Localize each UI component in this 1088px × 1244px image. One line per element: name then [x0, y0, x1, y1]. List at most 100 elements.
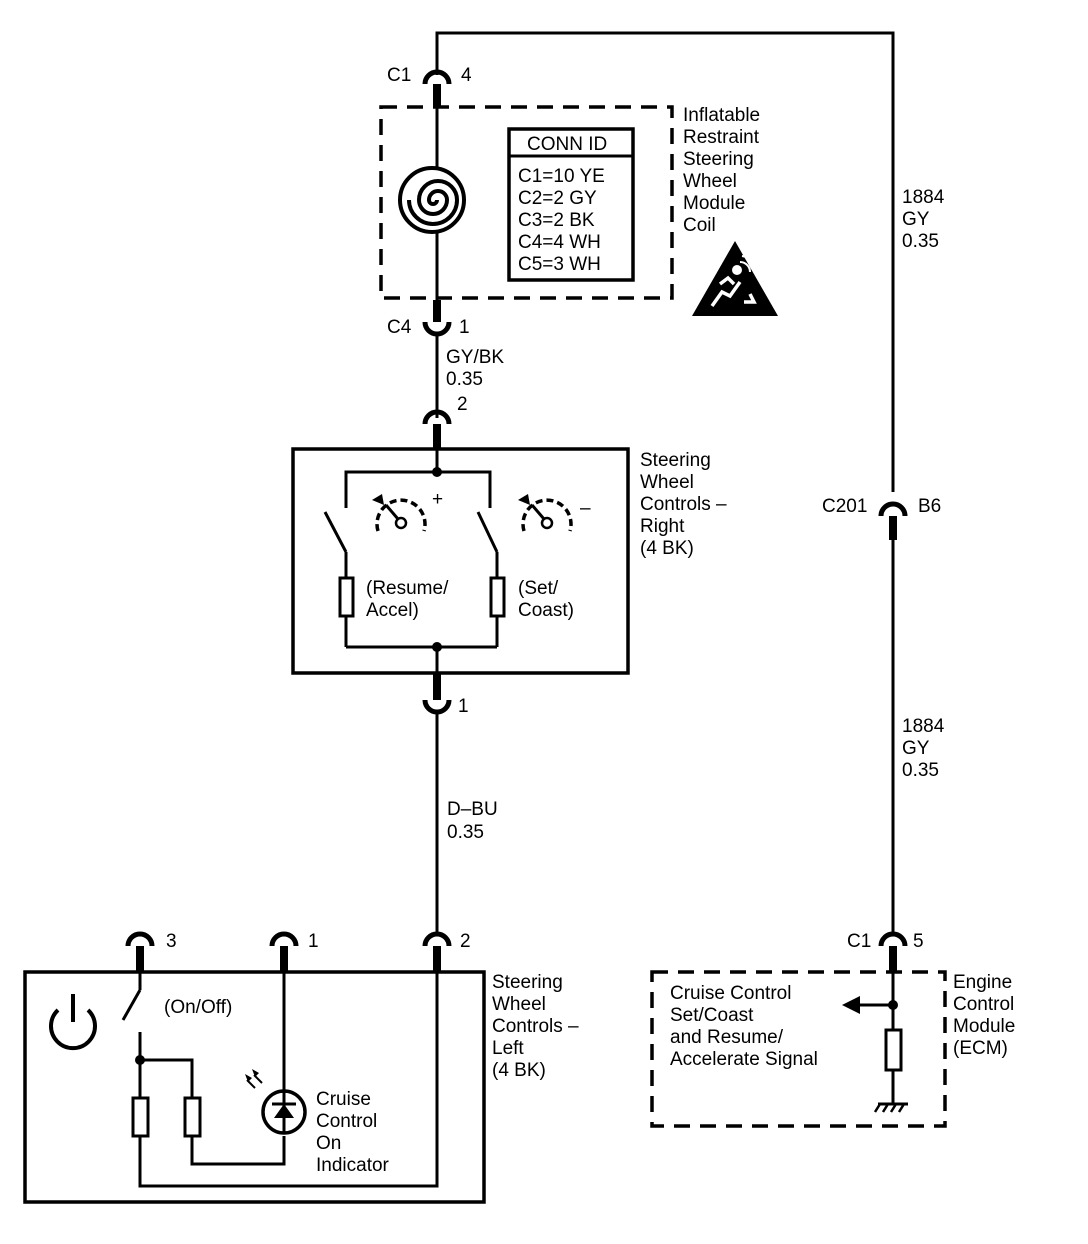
conn-id-row: C4=4 WH — [518, 232, 601, 253]
indicator-label: Control — [316, 1111, 377, 1132]
pin-label: 1 — [458, 696, 469, 717]
steering-wheel-controls-left: (On/Off) Cruise Control On Indicator Ste… — [23, 970, 579, 1204]
wire-size-label: 0.35 — [447, 822, 484, 843]
conn-id-row: C5=3 WH — [518, 254, 601, 275]
pin-label: 1 — [308, 931, 319, 952]
resume-resistor — [338, 576, 355, 618]
connector-pin2-right: 2 — [422, 394, 468, 425]
swc-right-name-line: Wheel — [640, 472, 694, 493]
connector-label: C201 — [822, 496, 867, 517]
indicator-label: Indicator — [316, 1155, 390, 1176]
clockspring-coil-icon — [398, 166, 466, 234]
connector-pin3-left: 3 — [125, 931, 177, 952]
pin-label: 3 — [166, 931, 177, 952]
pin-label: 5 — [913, 931, 924, 952]
pin-label: B6 — [918, 496, 941, 517]
airbag-warning-icon — [692, 241, 778, 316]
onoff-resistor-a — [131, 1096, 150, 1138]
onoff-label: (On/Off) — [164, 997, 232, 1018]
swc-right-name-line: Controls – — [640, 494, 727, 515]
ecm-name: Engine Control Module (ECM) — [953, 972, 1015, 1059]
wire-circuit-label: 1884 — [902, 716, 945, 737]
connector-pin2-left: 2 — [422, 931, 471, 952]
connector-pin1-left: 1 — [269, 931, 319, 952]
set-switch-blade — [476, 511, 499, 553]
indicator-label: Cruise — [316, 1089, 371, 1110]
resume-label: Accel) — [366, 600, 419, 621]
conn-id-row: C3=2 BK — [518, 210, 595, 231]
coil-name-line: Module — [683, 193, 745, 214]
set-label: Coast) — [518, 600, 574, 621]
wire-circuit-label: 1884 — [902, 187, 945, 208]
conn-id-row: C2=2 GY — [518, 188, 597, 209]
swc-left-name-line: Controls – — [492, 1016, 579, 1037]
pin-label: 2 — [457, 394, 468, 415]
swc-right-name: Steering Wheel Controls – Right (4 BK) — [640, 450, 727, 559]
ecm-signal-label: Accelerate Signal — [670, 1049, 818, 1070]
speedometer-minus-icon — [518, 494, 573, 532]
ecm-name-line: Engine — [953, 972, 1012, 993]
wire-size-label: 0.35 — [446, 369, 483, 390]
power-icon — [49, 994, 97, 1051]
ecm-name-line: Module — [953, 1016, 1015, 1037]
connector-c1-pin4: C1 4 — [387, 65, 472, 86]
swc-right-name-line: (4 BK) — [640, 538, 694, 559]
set-resistor — [489, 576, 506, 618]
ecm-name-line: Control — [953, 994, 1014, 1015]
steering-wheel-controls-right: + – (Resume/ Accel) (Set/ Coast) Steerin… — [291, 447, 727, 675]
onoff-switch-blade — [121, 989, 142, 1021]
set-label: (Set/ — [518, 578, 559, 599]
coil-name-line: Inflatable — [683, 105, 760, 126]
minus-label: – — [580, 498, 591, 519]
indicator-label: On — [316, 1133, 341, 1154]
conn-id-title: CONN ID — [527, 134, 607, 155]
wire-color-label: GY/BK — [446, 347, 504, 368]
conn-id-table: CONN ID C1=10 YE C2=2 GY C3=2 BK C4=4 WH… — [507, 127, 635, 282]
resume-switch-blade — [323, 511, 348, 553]
resume-label: (Resume/ — [366, 578, 449, 599]
ecm-name-line: (ECM) — [953, 1038, 1008, 1059]
wire-size-label: 0.35 — [902, 231, 939, 252]
coil-name-line: Steering — [683, 149, 754, 170]
coil-name-line: Coil — [683, 215, 716, 236]
wire-color-label: D–BU — [447, 799, 498, 820]
onoff-resistor-b — [183, 1096, 202, 1138]
ecm-signal-label: Cruise Control — [670, 983, 791, 1004]
pin-label: 2 — [460, 931, 471, 952]
pin-label: 1 — [459, 317, 470, 338]
coil-dashed-box — [379, 105, 674, 300]
ecm-dashed-box — [650, 970, 947, 1128]
connector-label: C1 — [387, 65, 411, 86]
ecm-resistor — [884, 1028, 903, 1072]
connector-c1-pin5: C1 5 — [847, 931, 924, 952]
pin-label: 4 — [461, 65, 472, 86]
swc-right-box — [291, 447, 630, 675]
engine-control-module: Cruise Control Set/Coast and Resume/ Acc… — [650, 970, 1015, 1128]
connector-label: C4 — [387, 317, 412, 338]
led-indicator-icon — [245, 1069, 307, 1135]
swc-left-name-line: Left — [492, 1038, 524, 1059]
wire-color-label: GY — [902, 209, 930, 230]
coil-name-label: Inflatable Restraint Steering Wheel Modu… — [683, 105, 760, 236]
swc-right-name-line: Right — [640, 516, 685, 537]
coil-name-line: Wheel — [683, 171, 737, 192]
swc-left-name-line: Steering — [492, 972, 563, 993]
wire-1884-top-loop — [435, 31, 895, 492]
wire-color-label: GY — [902, 738, 930, 759]
ecm-signal-label: Set/Coast — [670, 1005, 754, 1026]
connector-c4-pin1: C4 1 — [387, 317, 470, 338]
connector-c201-b6: C201 B6 — [822, 496, 941, 517]
connector-pin1-right: 1 — [422, 696, 469, 717]
swc-left-box — [23, 970, 486, 1204]
plus-label: + — [432, 489, 443, 510]
swc-left-name-line: Wheel — [492, 994, 546, 1015]
swc-left-name: Steering Wheel Controls – Left (4 BK) — [492, 972, 579, 1081]
ecm-signal-label: and Resume/ — [670, 1027, 784, 1048]
conn-id-row: C1=10 YE — [518, 166, 605, 187]
inflatable-restraint-coil: CONN ID C1=10 YE C2=2 GY C3=2 BK C4=4 WH… — [379, 105, 778, 316]
signal-arrow-icon — [842, 996, 860, 1014]
swc-right-name-line: Steering — [640, 450, 711, 471]
ground-icon — [873, 1102, 908, 1113]
speedometer-plus-icon — [372, 494, 427, 532]
